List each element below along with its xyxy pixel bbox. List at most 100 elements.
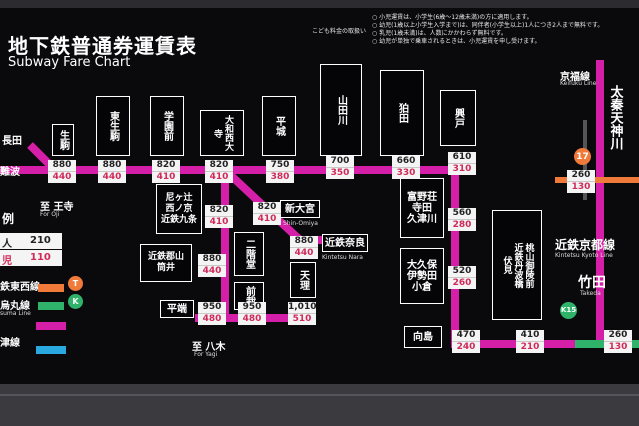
legend-child-row: 児 110 <box>0 250 62 267</box>
fare-adult: 560 <box>448 208 476 219</box>
fare-child: 380 <box>266 171 294 183</box>
legend-swatch-karasuma <box>38 302 64 310</box>
kyoto-line-en: Kintetsu Kyoto Line <box>555 252 613 259</box>
legend-child-label: 児 <box>2 256 12 267</box>
station-higashi-ikoma: 東生駒 <box>96 96 130 156</box>
note-line-3: ○ 乳児(1歳未満)は、人数にかかわらず無料です。 <box>372 30 507 37</box>
fare-child: 410 <box>253 213 281 225</box>
station-koriyama-label: 近鉄郡山 <box>147 252 184 262</box>
station-shin-omiya-en: Shin-Omiya <box>283 220 318 227</box>
station-heijo-label: 平城 <box>273 116 285 136</box>
fare-child: 410 <box>205 171 233 183</box>
fare-adult: 880 <box>198 254 226 265</box>
station-fushimi-label: 伏見 <box>501 256 512 274</box>
station-yagi: 至 八木 <box>192 342 226 353</box>
station-iseda-label: 伊勢田 <box>407 270 437 282</box>
station-yamato-saidaiji: 大和西大寺 <box>200 110 244 156</box>
station-ikoma: 生駒 <box>52 124 74 156</box>
station-kodo: 興戸 <box>440 90 476 146</box>
station-koriyama: 近鉄郡山 筒井 <box>140 244 192 282</box>
chart-title: 地下鉄普通券運賃表 <box>8 34 197 58</box>
legend-swatch-kintetsu <box>36 322 66 330</box>
fare-adult: 610 <box>448 152 476 163</box>
note-line-2: ○ 幼児(1歳以上小学生入学まで)は、同伴者(小学生以上)1人につき2人まで無料… <box>372 22 604 29</box>
fare-child: 260 <box>448 277 476 289</box>
fare-child: 330 <box>392 167 420 179</box>
legend-swatch-other <box>36 346 66 354</box>
station-amagatsuji: 尼ヶ辻 西ノ京 近鉄九条 <box>156 184 202 234</box>
note-line-4: ○ 幼児が単独で乗車されるときは、小児運賃を申し受けます。 <box>372 38 541 45</box>
station-komada-label: 狛田 <box>396 103 408 123</box>
notes-heading: こども料金の取扱い <box>312 28 367 35</box>
station-kintetsu-nara: 近鉄奈良 <box>322 234 368 252</box>
station-tambabashi-label: 近鉄丹波橋 <box>512 242 523 288</box>
station-oji-en: For Oji <box>40 211 60 218</box>
fare-adult: 260 <box>604 330 632 341</box>
station-amagatsuji-label: 尼ヶ辻 <box>165 192 193 203</box>
station-tonosho: 富野荘 寺田 久津川 <box>400 178 444 238</box>
legend-adult-fare: 210 <box>30 235 51 246</box>
fare-child: 440 <box>290 247 318 259</box>
fare-adult: 700 <box>326 156 354 167</box>
station-higashi-ikoma-label: 東生駒 <box>107 111 119 141</box>
legend-swatch-tozai <box>38 284 64 292</box>
fare-child: 210 <box>516 341 544 353</box>
keifuku-line-name: 京福線 <box>560 72 590 83</box>
station-komada: 狛田 <box>380 70 424 156</box>
station-tonosho-label: 富野荘 <box>407 191 437 203</box>
station-tsutsui-label: 筒井 <box>156 263 175 273</box>
station-ogura-label: 小倉 <box>412 281 432 293</box>
fare-adult: 950 <box>198 302 226 313</box>
station-hirahata: 平端 <box>160 300 194 318</box>
fare-child: 410 <box>152 171 180 183</box>
station-momoyama: 桃山御陵前 近鉄丹波橋 伏見 <box>492 210 542 320</box>
fare-adult: 660 <box>392 156 420 167</box>
fare-child: 350 <box>326 167 354 179</box>
station-kutsukawa-label: 久津川 <box>407 213 437 225</box>
fare-child: 240 <box>452 341 480 353</box>
legend-line-karasuma: 烏丸線 <box>0 301 30 312</box>
fare-adult: 260 <box>567 170 595 181</box>
station-okubo-label: 大久保 <box>407 259 437 271</box>
tozai-badge-icon: T <box>68 276 83 291</box>
fare-child: 440 <box>48 171 76 183</box>
legend-adult-row: 人 210 <box>0 233 62 250</box>
fare-child: 510 <box>288 313 316 325</box>
fare-child: 480 <box>238 313 266 325</box>
legend-child-fare: 110 <box>30 252 51 263</box>
fare-adult: 410 <box>516 330 544 341</box>
fare-child: 130 <box>567 181 595 193</box>
station-nagata: 長田 <box>2 136 22 147</box>
station-takeda-en: Takeda <box>580 290 601 297</box>
fare-adult: 950 <box>238 302 266 313</box>
station-tenri: 天理 <box>290 262 316 298</box>
station-oji: 至 王寺 <box>40 202 74 213</box>
fare-child: 440 <box>198 265 226 277</box>
karasuma-15-badge-icon: K15 <box>560 302 577 319</box>
frame-top <box>0 0 639 8</box>
fare-child: 130 <box>604 341 632 353</box>
fare-child: 440 <box>98 171 126 183</box>
station-momoyama-label: 桃山御陵前 <box>523 242 534 288</box>
station-gakuenmae: 学園前 <box>150 96 184 156</box>
fare-adult: 470 <box>452 330 480 341</box>
station-yamadagawa-label: 山田川 <box>335 95 347 125</box>
fare-adult: 750 <box>266 160 294 171</box>
fare-adult: 520 <box>448 266 476 277</box>
station-yagi-en: For Yagi <box>194 351 218 358</box>
